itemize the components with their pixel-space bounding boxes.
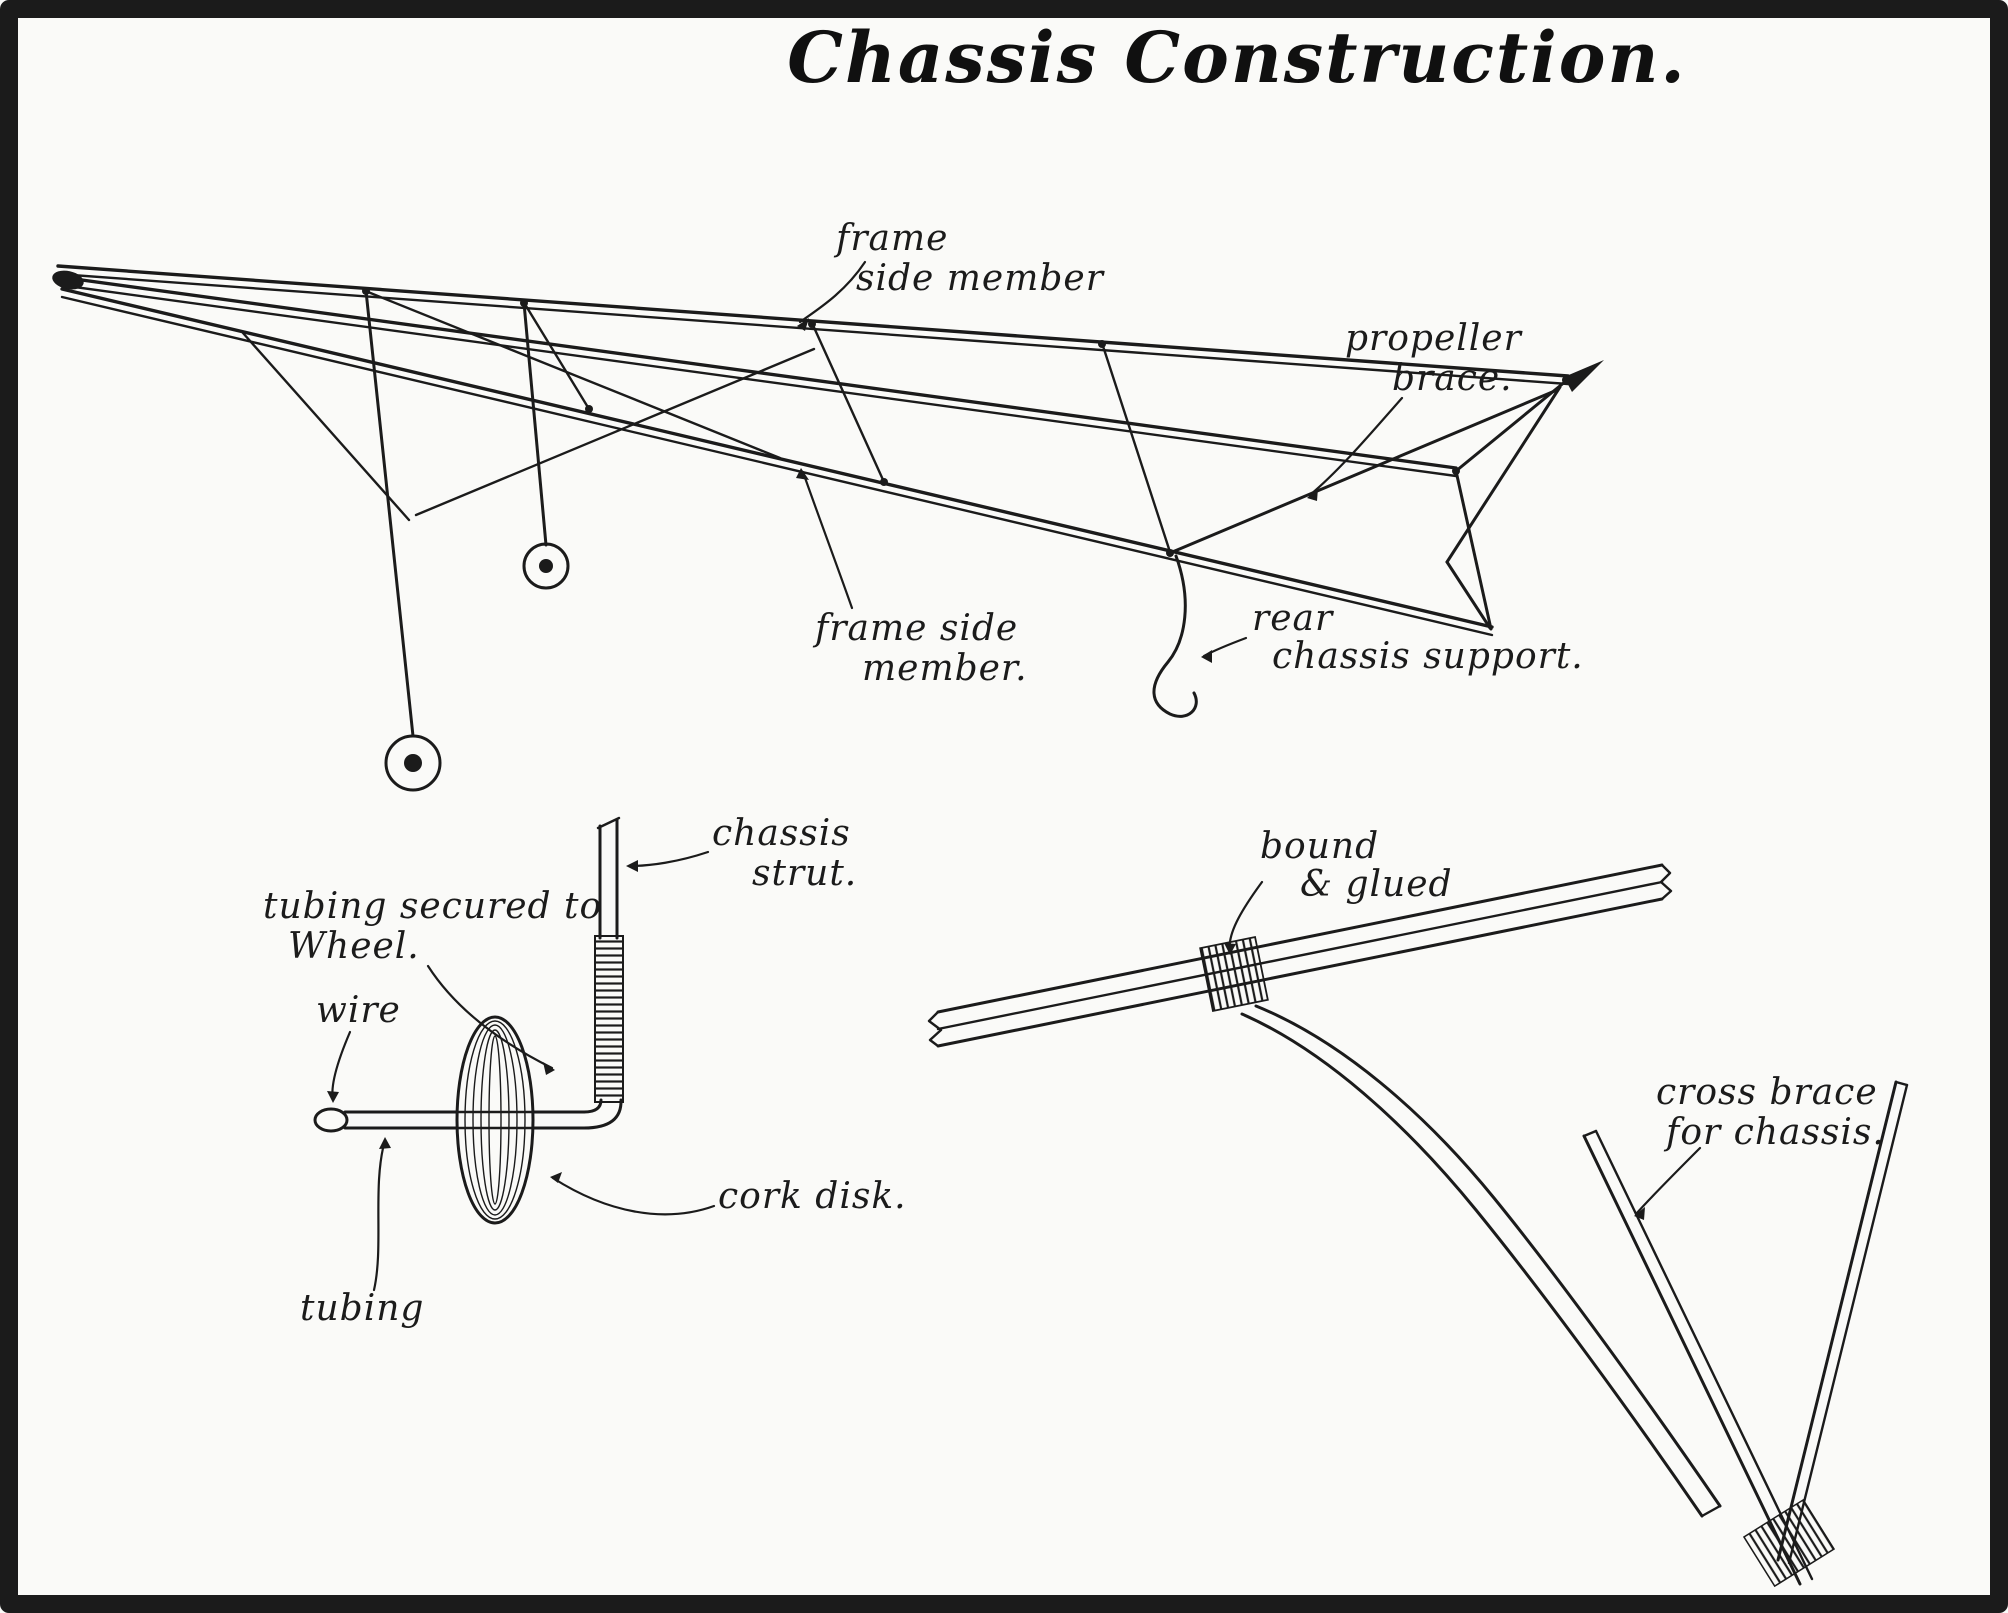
front-wheel-hub <box>404 754 422 772</box>
leader-tubing <box>372 1138 387 1292</box>
member-broken-end-left <box>927 1010 943 1048</box>
leader-cork-disk <box>551 1176 716 1216</box>
arrow-tubing <box>379 1137 391 1149</box>
leader-cross-brace <box>1634 1146 1702 1216</box>
arrow-rear-chassis-support <box>1201 650 1212 663</box>
label-frame-side-member-top-line2: side member <box>856 258 1105 299</box>
rear-connector-lower <box>1454 469 1493 631</box>
arrow-wire <box>327 1091 339 1103</box>
label-bound-glued-line2: & glued <box>1300 864 1453 905</box>
label-wire: wire <box>316 990 401 1031</box>
rear-brace-diagonal <box>1445 385 1562 564</box>
arrow-frame-side-member-bottom <box>796 468 809 480</box>
cross-brace-left-arm-b <box>1594 1129 1814 1581</box>
frame-diagram: frame side member propeller brace. frame… <box>52 218 1604 792</box>
cross-brace-right-arm-a <box>1776 1080 1898 1562</box>
leader-propeller-brace <box>1308 396 1404 497</box>
cross-brace-right-tip <box>1894 1080 1909 1087</box>
tube-bend-outer <box>582 1098 623 1130</box>
cross-brace-right-arm-b <box>1787 1083 1909 1565</box>
cork-disk-wheel <box>455 1015 535 1225</box>
wheel-detail-diagram: chassis strut. tubing secured to Wheel. … <box>263 813 907 1329</box>
bent-tube-outer <box>1254 1004 1722 1508</box>
rear-wheel-strut <box>522 301 548 547</box>
member-broken-end-right <box>1659 863 1673 901</box>
cross-brace-binding-wrap <box>1742 1498 1836 1588</box>
member-edge-top <box>936 863 1664 1014</box>
arrow-cork-disk <box>550 1172 562 1183</box>
leader-wire <box>331 1030 352 1102</box>
strut-binding-wrap <box>594 935 624 1103</box>
cross-brace-left-arm-a <box>1582 1134 1802 1586</box>
frame-joints <box>362 287 1570 557</box>
leader-frame-side-member-bottom <box>801 470 854 610</box>
label-cross-brace-line1: cross brace <box>1656 1072 1878 1113</box>
cross-brace-left-tip <box>1582 1129 1598 1138</box>
front-wheel <box>384 734 442 792</box>
arrow-chassis-strut <box>626 860 638 872</box>
label-tubing-secured-line1: tubing secured to <box>263 886 602 927</box>
rear-chassis-support-hook <box>1152 554 1198 718</box>
rear-connector-upper <box>1454 379 1568 473</box>
leader-tubing-secured <box>426 964 554 1070</box>
front-wheel-strut <box>364 289 415 738</box>
tube-bend-inner <box>582 1098 603 1114</box>
leader-chassis-strut <box>628 850 710 868</box>
cross-rung-1 <box>521 299 591 411</box>
near-rail-inner <box>60 295 1494 637</box>
wire-loop <box>313 1107 349 1133</box>
diagonal-brace-2 <box>414 347 816 517</box>
arrow-frame-side-member-top <box>797 318 809 331</box>
member-edge-bottom <box>936 897 1664 1048</box>
label-rear-chassis-support-line1: rear <box>1252 598 1334 639</box>
leader-frame-side-member-top <box>798 260 867 324</box>
label-frame-side-member-top-line1: frame <box>833 218 948 259</box>
rear-wheel <box>522 542 570 590</box>
label-chassis-strut-line1: chassis <box>712 813 851 854</box>
label-chassis-strut-line2: strut. <box>752 853 857 894</box>
arrow-cross-brace <box>1634 1207 1645 1220</box>
joint-binding-wrap <box>1199 935 1269 1013</box>
diagonal-brace-3 <box>241 331 411 522</box>
arrow-tubing-secured <box>543 1062 555 1075</box>
bent-tube-inner <box>1240 1012 1704 1518</box>
label-frame-side-member-bottom-line1: frame side <box>812 608 1018 649</box>
mid-rail-inner <box>58 283 1458 478</box>
page-title: Chassis Construction. <box>787 16 1686 99</box>
rear-brace-foot <box>1445 560 1492 630</box>
label-tubing: tubing <box>300 1288 424 1329</box>
label-rear-chassis-support-line2: chassis support. <box>1272 636 1584 677</box>
cross-rung-2 <box>810 321 886 484</box>
label-bound-glued-line1: bound <box>1260 826 1379 867</box>
label-propeller-brace-line1: propeller <box>1345 318 1523 359</box>
diagonal-brace-1 <box>366 290 782 460</box>
propeller-brace-member <box>1168 388 1559 555</box>
rear-wheel-hub <box>539 559 553 573</box>
chassis-strut-cut-end <box>596 816 621 830</box>
label-propeller-brace-line2: brace. <box>1392 358 1513 399</box>
propeller-bearing-tip <box>1564 360 1604 392</box>
arrow-bound-glued <box>1224 943 1236 955</box>
cork-disk-shading <box>464 1020 526 1220</box>
label-tubing-secured-line2: Wheel. <box>288 926 420 967</box>
member-edge-mid <box>936 880 1664 1031</box>
label-frame-side-member-bottom-line2: member. <box>862 648 1028 689</box>
nose-joint <box>52 270 84 290</box>
top-rail-inner <box>56 272 1570 386</box>
bent-tube-end-cap <box>1700 1504 1722 1518</box>
label-cork-disk: cork disk. <box>718 1176 907 1217</box>
arrow-propeller-brace <box>1307 488 1318 501</box>
label-cross-brace-line2: for chassis. <box>1663 1112 1885 1153</box>
joint-detail-diagram: bound & glued cross brace for chassis. <box>927 826 1909 1588</box>
cross-rung-3 <box>1100 341 1172 554</box>
